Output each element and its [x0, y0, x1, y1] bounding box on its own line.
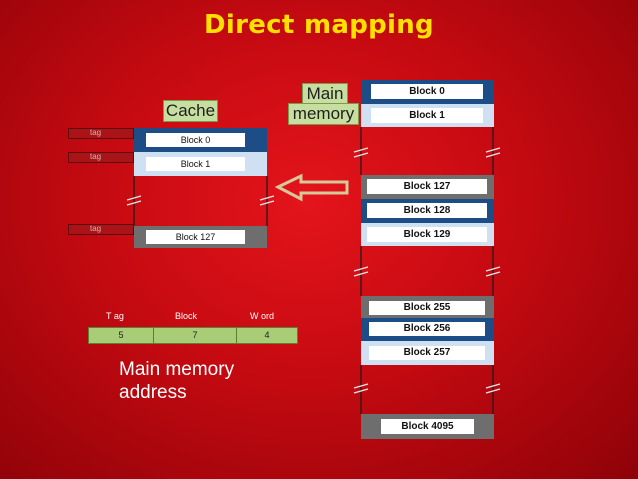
- cache-tag-box: tag: [68, 128, 134, 139]
- address-field-heading: W ord: [250, 311, 275, 321]
- cache-label: Cache: [163, 100, 218, 122]
- address-field-bits: 4: [236, 327, 298, 344]
- address-field-bits: 5: [88, 327, 154, 344]
- memory-block-row: Block 127: [361, 175, 494, 199]
- memory-block-row: Block 128: [361, 199, 494, 223]
- address-caption-line1: Main memory: [119, 359, 235, 380]
- memory-block-label: Block 128: [367, 203, 487, 218]
- cache-block-row: Block 127: [134, 226, 267, 248]
- mapping-arrow-icon: [274, 173, 349, 202]
- memory-block-row: Block 1: [361, 104, 494, 127]
- cache-tag-box: tag: [68, 224, 134, 235]
- cache-block-label: Block 127: [146, 230, 245, 244]
- memory-block-row: Block 255: [361, 296, 494, 318]
- cache-block-row: Block 0: [134, 128, 267, 152]
- memory-block-label: Block 129: [367, 227, 487, 242]
- address-field-heading: Block: [175, 311, 198, 321]
- cache-tag-box: tag: [68, 152, 134, 163]
- cache-block-label: Block 1: [146, 157, 245, 171]
- memory-block-label: Block 0: [371, 84, 483, 99]
- main-memory-label-line2: memory: [288, 103, 359, 125]
- address-caption-line2: address: [119, 382, 187, 403]
- memory-block-label: Block 257: [369, 346, 485, 360]
- slide-title: Direct mapping: [204, 10, 434, 40]
- address-field-bits: 7: [153, 327, 237, 344]
- memory-block-label: Block 127: [367, 179, 487, 194]
- memory-block-label: Block 1: [371, 108, 483, 123]
- address-field-heading: T ag: [106, 311, 124, 321]
- memory-block-row: Block 0: [361, 80, 494, 104]
- cache-block-row: Block 1: [134, 152, 267, 176]
- memory-block-row: Block 4095: [361, 414, 494, 439]
- cache-block-label: Block 0: [146, 133, 245, 147]
- memory-block-row: Block 256: [361, 318, 494, 341]
- memory-block-label: Block 4095: [381, 419, 474, 434]
- memory-block-row: Block 129: [361, 223, 494, 246]
- memory-block-label: Block 255: [369, 301, 485, 315]
- memory-block-row: Block 257: [361, 341, 494, 365]
- address-caption: Main memory address: [119, 358, 234, 404]
- memory-block-label: Block 256: [369, 322, 485, 336]
